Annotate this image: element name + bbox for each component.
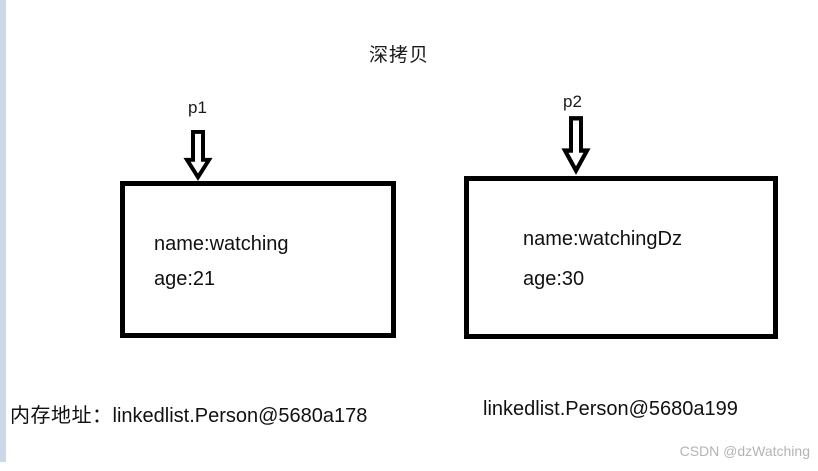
down-arrow-icon bbox=[561, 116, 591, 175]
pointer-label-p1: p1 bbox=[188, 98, 207, 117]
age-field: age:30 bbox=[523, 268, 585, 290]
name-field: name:watchingDz bbox=[523, 228, 682, 250]
object-box-p1: name:watching age:21 bbox=[120, 181, 396, 338]
csdn-watermark: CSDN @dzWatching bbox=[679, 443, 810, 459]
memory-address-p2: linkedlist.Person@5680a199 bbox=[483, 398, 738, 420]
down-arrow-icon bbox=[183, 129, 213, 181]
object-box-p2: name:watchingDz age:30 bbox=[464, 176, 778, 339]
left-edge-bar bbox=[0, 0, 6, 462]
memory-address-line: 内存地址：linkedlist.Person@5680a178 bbox=[10, 399, 367, 428]
age-field: age:21 bbox=[154, 268, 216, 290]
memory-address-p1: linkedlist.Person@5680a178 bbox=[112, 405, 368, 427]
name-field: name:watching bbox=[154, 233, 289, 255]
diagram-title: 深拷贝 bbox=[369, 45, 430, 66]
memory-address-label: 内存地址： bbox=[10, 405, 113, 427]
pointer-label-p2: p2 bbox=[563, 92, 582, 111]
